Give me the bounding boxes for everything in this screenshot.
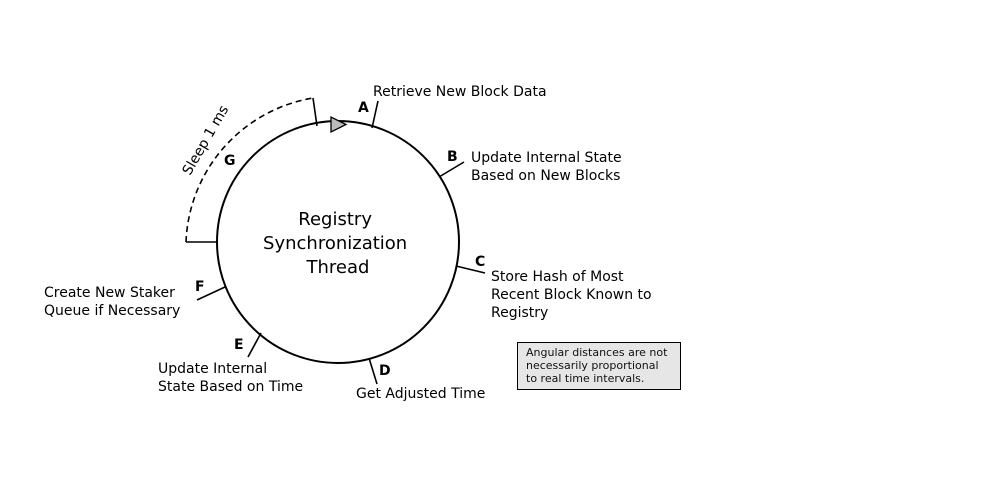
step-b-tick (438, 161, 465, 178)
step-g: G (224, 153, 236, 169)
step-c: C Store Hash of Most Recent Block Known … (455, 254, 656, 321)
step-e-letter: E (234, 337, 244, 353)
step-f: F Create New Staker Queue if Necessary (44, 279, 226, 319)
step-g-letter: G (224, 153, 236, 169)
step-b: B Update Internal State Based on New Blo… (438, 149, 626, 184)
center-line-2: Synchronization (263, 233, 407, 254)
step-c-label: Store Hash of Most Recent Block Known to… (491, 269, 656, 321)
step-e: E Update Internal State Based on Time (158, 332, 303, 395)
step-b-label: Update Internal State Based on New Block… (471, 150, 626, 184)
step-d-tick (368, 357, 378, 385)
center-line-3: Thread (306, 257, 370, 278)
step-c-letter: C (475, 254, 485, 270)
step-f-letter: F (195, 279, 205, 295)
step-f-tick (196, 286, 226, 301)
step-a-tick (371, 100, 379, 129)
center-title: Registry Synchronization Thread (263, 209, 413, 278)
step-d-label: Get Adjusted Time (356, 386, 485, 402)
step-a-label: Retrieve New Block Data (373, 84, 547, 100)
step-a-letter: A (358, 100, 369, 116)
step-e-label: Update Internal State Based on Time (158, 361, 303, 395)
step-c-tick (455, 265, 486, 274)
step-b-letter: B (447, 149, 458, 165)
direction-arrow-icon (330, 115, 348, 134)
step-d: D Get Adjusted Time (356, 357, 485, 402)
step-f-label: Create New Staker Queue if Necessary (44, 285, 180, 319)
step-e-tick (247, 332, 262, 358)
step-a: A Retrieve New Block Data (358, 84, 547, 129)
step-d-letter: D (379, 363, 391, 379)
sleep-arc-start-tick (312, 97, 318, 127)
center-line-1: Registry (298, 209, 372, 230)
timing-disclaimer-note: Angular distances are not necessarily pr… (517, 342, 681, 390)
sleep-dashed-arc (185, 97, 314, 243)
